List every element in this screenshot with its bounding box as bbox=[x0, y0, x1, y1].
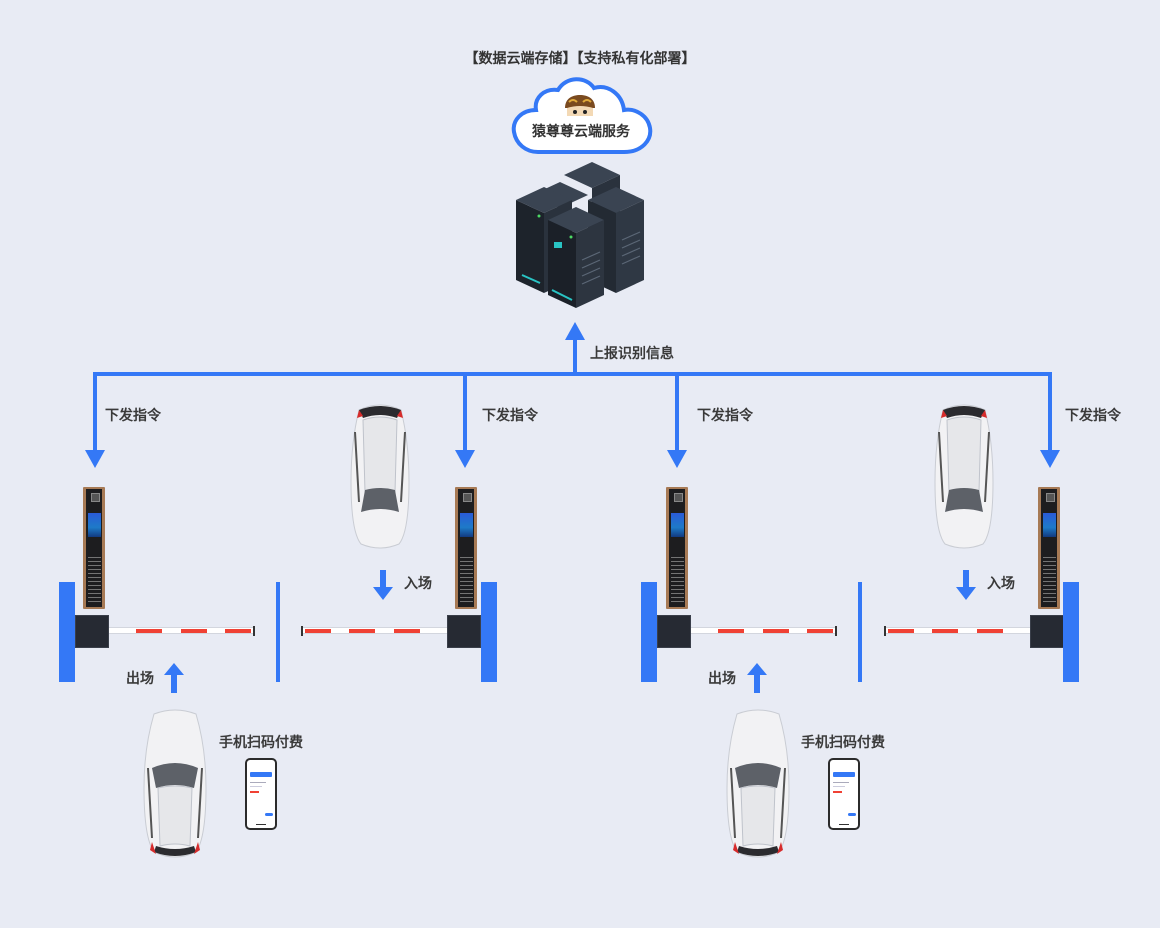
entry-barrier-arm bbox=[301, 626, 448, 636]
mobile-payment-phone-icon bbox=[245, 758, 277, 830]
entry-label: 入场 bbox=[404, 576, 432, 592]
payment-label: 手机扫码付费 bbox=[801, 735, 885, 751]
entry-gate-motor-box bbox=[447, 615, 481, 648]
arrow-up-icon bbox=[747, 663, 767, 693]
exiting-car-icon bbox=[143, 709, 207, 858]
server-rack-icon bbox=[516, 162, 644, 308]
entry-gate-post bbox=[1063, 582, 1079, 682]
feature-header: 【数据云端存储】【支持私有化部署】 bbox=[464, 51, 696, 67]
entering-car-icon bbox=[350, 404, 410, 549]
recognition-kiosk-icon bbox=[1038, 487, 1060, 609]
mobile-payment-phone-icon bbox=[828, 758, 860, 830]
command-arrow-shaft-1 bbox=[93, 372, 97, 452]
recognition-kiosk-icon bbox=[83, 487, 105, 609]
exiting-car-icon bbox=[726, 709, 790, 858]
arrow-down-icon bbox=[373, 570, 393, 600]
entry-gate-post bbox=[481, 582, 497, 682]
lane-divider bbox=[276, 582, 280, 682]
exit-barrier-arm bbox=[691, 626, 837, 636]
recognition-kiosk-icon bbox=[455, 487, 477, 609]
lane-divider bbox=[858, 582, 862, 682]
payment-label: 手机扫码付费 bbox=[219, 735, 303, 751]
command-arrow-shaft-2 bbox=[463, 372, 467, 452]
exit-gate-motor-box bbox=[75, 615, 109, 648]
uplink-label: 上报识别信息 bbox=[590, 346, 674, 362]
arrow-down-icon bbox=[85, 450, 105, 468]
arrow-down-icon bbox=[455, 450, 475, 468]
exit-gate-motor-box bbox=[657, 615, 691, 648]
entering-car-icon bbox=[934, 404, 994, 549]
exit-gate-post bbox=[59, 582, 75, 682]
command-label-4: 下发指令 bbox=[1065, 408, 1121, 424]
exit-label: 出场 bbox=[126, 671, 154, 687]
arrow-down-icon bbox=[1040, 450, 1060, 468]
uplink-arrow-icon bbox=[565, 322, 585, 340]
entry-gate-motor-box bbox=[1030, 615, 1064, 648]
command-label-2: 下发指令 bbox=[482, 408, 538, 424]
command-label-1: 下发指令 bbox=[105, 408, 161, 424]
exit-gate-post bbox=[641, 582, 657, 682]
entry-barrier-arm bbox=[884, 626, 1031, 636]
entry-label: 入场 bbox=[987, 576, 1015, 592]
arrow-down-icon bbox=[667, 450, 687, 468]
distribution-bus-line bbox=[93, 372, 1052, 376]
arrow-up-icon bbox=[164, 663, 184, 693]
exit-barrier-arm bbox=[109, 626, 255, 636]
exit-label: 出场 bbox=[708, 671, 736, 687]
cloud-service-label: 猿尊尊云端服务 bbox=[532, 124, 630, 140]
uplink-arrow-shaft bbox=[573, 338, 577, 375]
command-arrow-shaft-4 bbox=[1048, 372, 1052, 452]
recognition-kiosk-icon bbox=[666, 487, 688, 609]
command-label-3: 下发指令 bbox=[697, 408, 753, 424]
monkey-logo-icon bbox=[565, 95, 595, 116]
arrow-down-icon bbox=[956, 570, 976, 600]
command-arrow-shaft-3 bbox=[675, 372, 679, 452]
